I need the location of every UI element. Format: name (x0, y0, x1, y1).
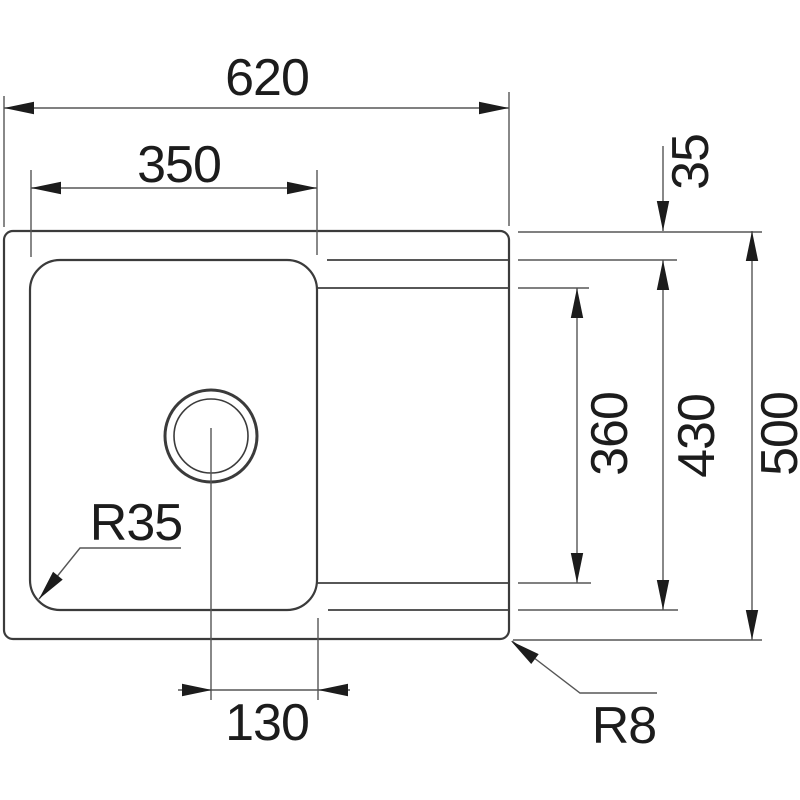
arrow-350-left (31, 181, 61, 195)
dimension-labels: 620 350 35 360 430 500 130 R35 R8 (90, 49, 800, 755)
arrow-350-right (287, 181, 317, 195)
label-bowl-radius: R35 (90, 494, 182, 552)
arrow-430-down (656, 580, 670, 610)
extension-lines (3, 92, 762, 700)
arrow-35-down (656, 201, 670, 231)
label-bowl-width: 350 (137, 136, 221, 194)
arrow-r35-leader (39, 571, 63, 599)
arrowheads (4, 101, 759, 697)
leader-r8 (511, 640, 657, 694)
label-rim-offset: 35 (662, 134, 720, 190)
label-drainer-inner-length: 360 (581, 392, 639, 476)
sink-outline (2, 229, 511, 700)
arrow-500-up (745, 231, 759, 261)
arrow-430-up (656, 260, 670, 290)
arrow-620-right (479, 101, 509, 115)
sink-bowl (28, 258, 319, 612)
arrow-360-down (570, 553, 584, 583)
leader-r35 (38, 547, 181, 600)
label-bowl-length: 430 (668, 394, 726, 478)
arrow-130-left (182, 683, 212, 697)
label-rim-radius: R8 (592, 697, 656, 755)
arrow-130-right (318, 683, 348, 697)
dimension-lines (4, 107, 753, 694)
arrow-620-left (4, 101, 34, 115)
arrow-500-down (745, 610, 759, 640)
label-overall-width: 620 (225, 49, 309, 107)
sink-outer-rim (2, 229, 511, 641)
arrow-r8-leader (511, 641, 539, 665)
label-drain-offset: 130 (225, 694, 309, 752)
arrow-360-up (570, 288, 584, 318)
label-overall-depth: 500 (751, 392, 800, 476)
